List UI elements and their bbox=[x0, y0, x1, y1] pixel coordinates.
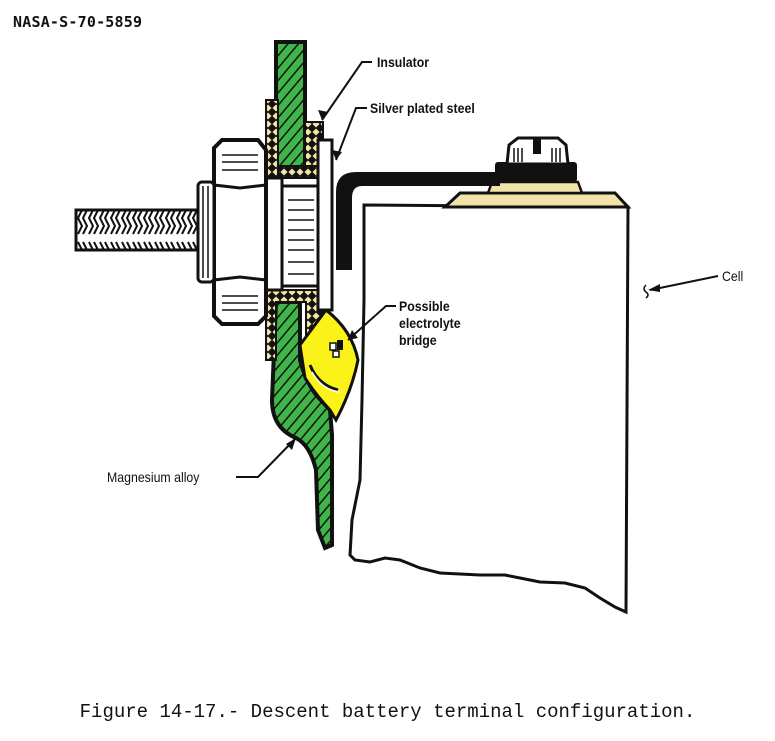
label-insulator: Insulator bbox=[377, 54, 430, 70]
cell-terminal-pad-upper bbox=[486, 180, 584, 195]
silver-plated-steel-strap bbox=[336, 172, 500, 270]
terminal-bushing bbox=[280, 184, 320, 288]
cell-terminal-pad bbox=[441, 191, 632, 209]
document-id: NASA-S-70-5859 bbox=[13, 13, 143, 31]
label-silver-plated-steel: Silver plated steel bbox=[370, 100, 475, 116]
magnesium-alloy-wall-top bbox=[274, 40, 307, 172]
leader-electrolyte-bridge bbox=[347, 305, 396, 341]
lock-washer bbox=[196, 180, 216, 284]
leader-silver-plated-steel bbox=[335, 107, 367, 161]
cell-body bbox=[348, 203, 630, 615]
leader-magnesium-alloy bbox=[236, 437, 297, 478]
terminal-washer bbox=[316, 138, 334, 312]
label-possible-electrolyte-bridge: Possible electrolyte bridge bbox=[399, 298, 461, 348]
terminal-screw-washer bbox=[495, 162, 577, 182]
label-cell: Cell bbox=[722, 268, 744, 284]
threaded-stud bbox=[74, 208, 200, 252]
label-magnesium-alloy: Magnesium alloy bbox=[107, 469, 200, 485]
leader-insulator bbox=[321, 61, 372, 121]
insulator-upper-bottom bbox=[277, 165, 324, 179]
leader-cell bbox=[649, 275, 719, 291]
figure-caption: Figure 14-17.- Descent battery terminal … bbox=[79, 701, 696, 723]
